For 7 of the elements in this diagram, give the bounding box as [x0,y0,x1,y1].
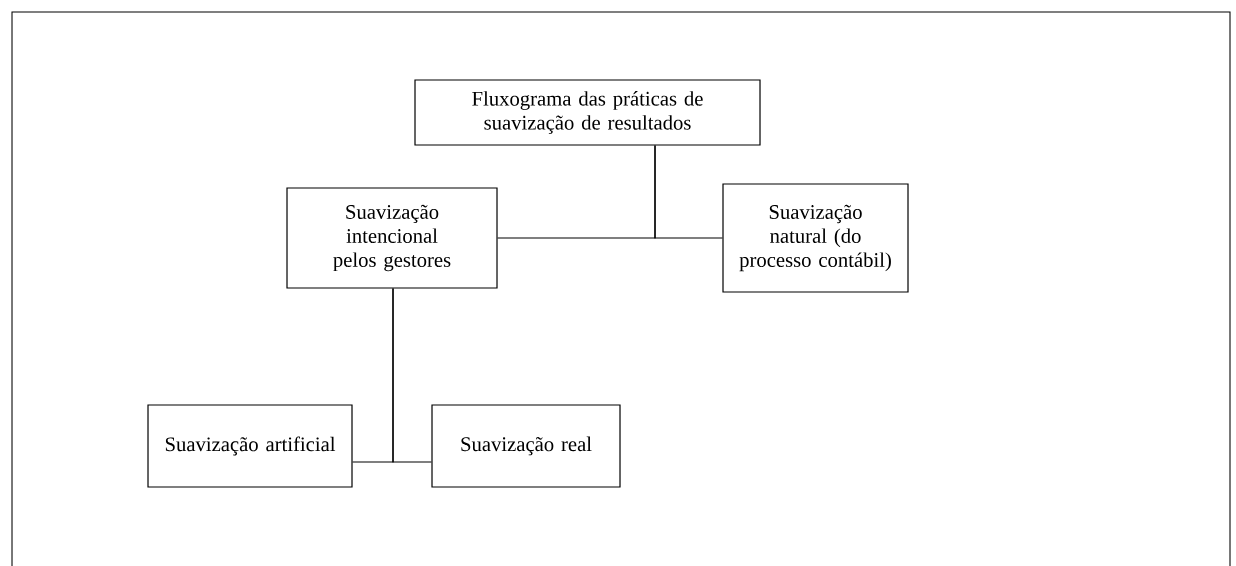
process-box: Suavização artificial [147,404,353,488]
process-box: Suavização intencional pelos gestores [286,187,498,289]
process-box: Fluxograma das práticas de suavização de resultados [414,79,761,146]
process-box: Suavização real [431,404,621,488]
connector-line [392,288,432,463]
connector-line [654,145,723,239]
process-box: Suavização natural (do processo contábil) [722,183,909,293]
